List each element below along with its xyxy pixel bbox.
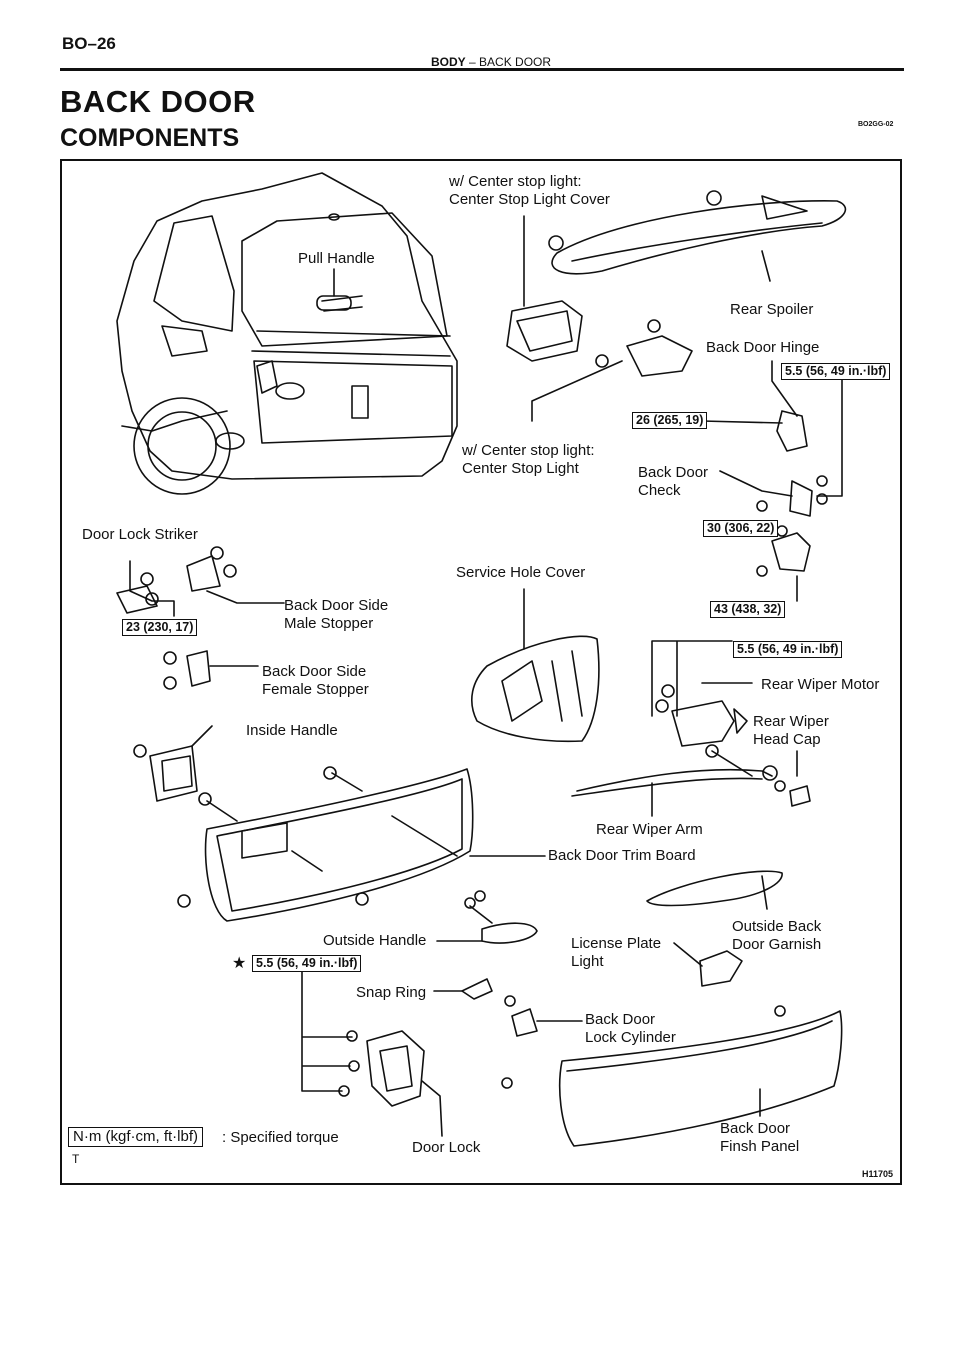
torque-striker: 23 (230, 17) [122,619,198,636]
back-door-trim-board-part [177,766,546,922]
vehicle-rear-illustration [116,172,458,495]
star-mark: ★ [232,955,247,972]
t-mark: T [72,1152,80,1166]
label-back-door-hinge: Back Door Hinge [706,339,820,356]
label-back-door-side-female-stopper: Back Door Side Female Stopper [262,663,369,698]
label-back-door-check: Back Door Check [638,464,709,499]
document-code: BO2GG-02 [858,121,894,128]
header-rule [60,68,904,71]
header-section: BODY – BACK DOOR [431,55,551,69]
label-back-door-trim-board: Back Door Trim Board [548,847,696,864]
license-plate-light-part [673,942,743,987]
torque-wiper-motor: 5.5 (56, 49 in.·lbf) [733,641,843,658]
components-diagram [116,172,847,1147]
center-stop-light-cover-part [506,215,623,422]
label-rear-wiper-head-cap: Rear Wiper Head Cap [753,713,829,748]
figure-code: H11705 [862,1169,894,1179]
label-pull-handle: Pull Handle [298,250,375,267]
page-subtitle: COMPONENTS [60,124,240,152]
label-center-stop-light: w/ Center stop light: Center Stop Light [462,442,595,477]
back-door-side-female-stopper-part [163,650,259,690]
header-separator: – [469,55,476,69]
legend-torque-unit: N·m (kgf·cm, ft·lbf) [68,1127,203,1147]
label-inside-handle: Inside Handle [246,722,338,739]
door-lock-striker-part [116,546,285,617]
label-back-door-lock-cylinder: Back Door Lock Cylinder [585,1011,676,1046]
label-center-stop-light-cover: w/ Center stop light: Center Stop Light … [449,173,610,208]
label-license-plate-light: License Plate Light [571,935,662,970]
service-hole-cover-part [471,588,600,743]
torque-hinge-30: 30 (306, 22) [703,520,779,537]
rear-spoiler-part [548,190,847,282]
door-lock-part [338,1030,443,1137]
torque-hinge-26: 26 (265, 19) [632,412,708,429]
label-back-door-side-male-stopper: Back Door Side Male Stopper [284,597,389,632]
torque-hinge-upper: 5.5 (56, 49 in.·lbf) [781,363,891,380]
label-outside-handle: Outside Handle [323,932,427,949]
label-door-lock-striker: Door Lock Striker [82,526,198,543]
header-subsection: BACK DOOR [479,55,552,69]
label-rear-wiper-motor: Rear Wiper Motor [761,676,880,693]
diagram-frame [60,159,902,1185]
inside-handle-part [133,725,213,802]
label-service-hole-cover: Service Hole Cover [456,564,586,581]
label-rear-wiper-arm: Rear Wiper Arm [596,821,703,838]
torque-outside-handle: 5.5 (56, 49 in.·lbf) [252,955,362,972]
legend-torque-text: : Specified torque [222,1129,339,1146]
back-door-check-part [719,470,828,517]
pull-handle-part [316,268,352,311]
page-title: BACK DOOR [60,84,256,119]
label-door-lock-text: Door Lock [412,1139,481,1156]
page-number: BO–26 [62,34,116,53]
label-snap-ring: Snap Ring [356,984,427,1001]
label-back-door-finish-panel: Back Door Finsh Panel [720,1120,800,1155]
label-outside-back-door-garnish: Outside Back Door Garnish [732,918,822,953]
header-section-name: BODY [431,55,466,69]
torque-hinge-43: 43 (438, 32) [710,601,786,618]
label-rear-spoiler: Rear Spoiler [730,301,814,318]
outside-back-door-garnish-part [646,870,783,910]
back-door-lock-cylinder-part [504,995,583,1037]
back-door-finish-panel-part [501,1005,843,1147]
snap-ring-part [433,978,493,1000]
outside-handle-part [301,890,538,1092]
lower-hinge-part [756,525,811,602]
rear-wiper-arm-part [571,750,811,817]
rear-wiper-motor-part [651,640,753,777]
